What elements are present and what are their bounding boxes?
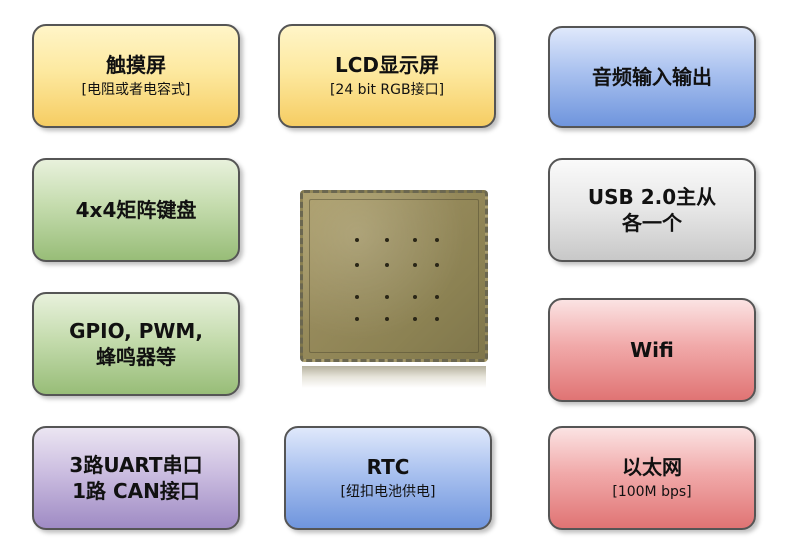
ethernet-subtitle: [100M bps] (612, 484, 692, 500)
keypad-block: 4x4矩阵键盘 (32, 158, 240, 262)
chip-package-outline (309, 199, 479, 353)
ethernet-title: 以太网 (622, 455, 682, 479)
uart-can-block: 3路UART串口 1路 CAN接口 (32, 426, 240, 530)
chip-pin-dot (435, 238, 439, 242)
gpio-title-line2: 蜂鸣器等 (96, 345, 176, 369)
rtc-block: RTC [纽扣电池供电] (284, 426, 492, 530)
chip-pin-dot (413, 295, 417, 299)
usb-title-line2: 各一个 (622, 211, 682, 235)
chip-pin-dot (355, 295, 359, 299)
usb-title-line1: USB 2.0主从 (587, 185, 717, 209)
chip-pin-dot (355, 238, 359, 242)
chip-pin-dot (435, 317, 439, 321)
chip-pin-dot (413, 317, 417, 321)
touchscreen-title: 触摸屏 (106, 53, 166, 77)
keypad-title: 4x4矩阵键盘 (75, 198, 197, 222)
lcd-subtitle: [24 bit RGB接口] (329, 82, 445, 98)
touchscreen-block: 触摸屏 [电阻或者电容式] (32, 24, 240, 128)
chip-pin-dot (355, 317, 359, 321)
audio-title: 音频输入输出 (592, 65, 712, 89)
gpio-title-line1: GPIO, PWM, (69, 319, 203, 343)
chip-pin-dot (435, 263, 439, 267)
lcd-block: LCD显示屏 [24 bit RGB接口] (278, 24, 496, 128)
wifi-block: Wifi (548, 298, 756, 402)
gpio-block: GPIO, PWM, 蜂鸣器等 (32, 292, 240, 396)
chip-pin-dot (385, 317, 389, 321)
chip-pin-dot (385, 238, 389, 242)
uart-title-line1: 3路UART串口 (69, 453, 203, 477)
uart-title-line2: 1路 CAN接口 (72, 479, 200, 503)
chip-pin-dot (413, 263, 417, 267)
processor-chip-image (300, 190, 488, 362)
usb-block: USB 2.0主从 各一个 (548, 158, 756, 262)
chip-pin-dot (385, 263, 389, 267)
chip-pin-dot (385, 295, 389, 299)
rtc-title: RTC (366, 455, 410, 479)
audio-block: 音频输入输出 (548, 26, 756, 128)
chip-pin-dot (355, 263, 359, 267)
chip-reflection (302, 366, 486, 388)
wifi-title: Wifi (630, 338, 674, 362)
chip-pin-dot (435, 295, 439, 299)
lcd-title: LCD显示屏 (334, 53, 440, 77)
chip-pin-dot (413, 238, 417, 242)
ethernet-block: 以太网 [100M bps] (548, 426, 756, 530)
touchscreen-subtitle: [电阻或者电容式] (81, 82, 191, 98)
rtc-subtitle: [纽扣电池供电] (340, 484, 436, 500)
